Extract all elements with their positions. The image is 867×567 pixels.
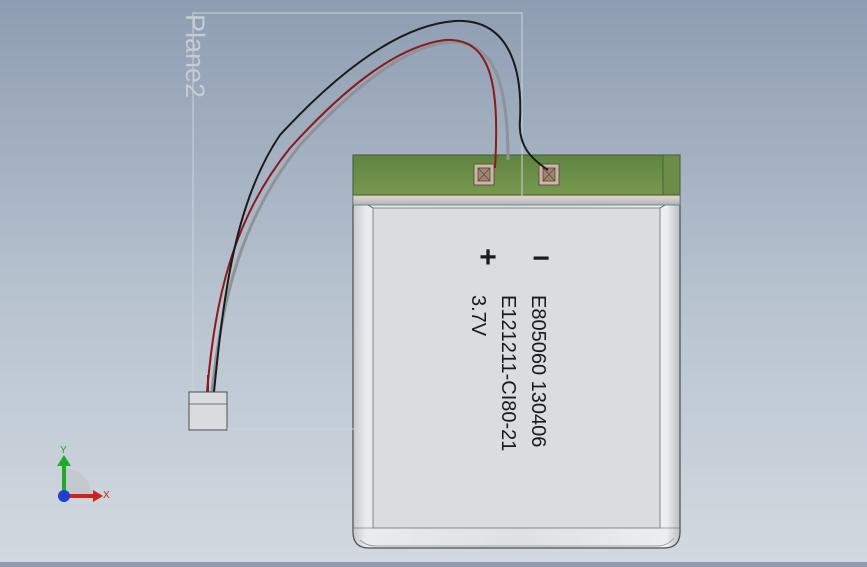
plane-label[interactable]: Plane2 <box>180 14 210 98</box>
plus-symbol: + <box>479 241 497 274</box>
wire-black[interactable] <box>213 19 549 393</box>
wire-harness[interactable] <box>206 19 549 393</box>
battery-label-voltage: 3.7V <box>467 295 489 337</box>
z-axis-dot <box>58 490 70 502</box>
minus-symbol: − <box>532 242 550 275</box>
x-axis-label: X <box>103 490 110 501</box>
wire-gray-shadow <box>210 40 510 393</box>
battery-label-code: E121211-CI80-21 <box>497 295 519 451</box>
coordinate-triad-icon[interactable]: Y X <box>57 445 110 502</box>
battery-label-model: E805060 130406 <box>527 295 549 447</box>
solder-pad-negative[interactable] <box>538 163 560 186</box>
wire-connector[interactable] <box>188 391 358 431</box>
solder-pad-positive[interactable] <box>473 163 495 186</box>
wire-red[interactable] <box>206 38 498 393</box>
battery-part[interactable]: + − E805060 130406 E121211-CI80-21 3.7V <box>352 154 681 549</box>
y-axis-label: Y <box>60 445 67 456</box>
protection-pcb[interactable] <box>352 154 681 196</box>
